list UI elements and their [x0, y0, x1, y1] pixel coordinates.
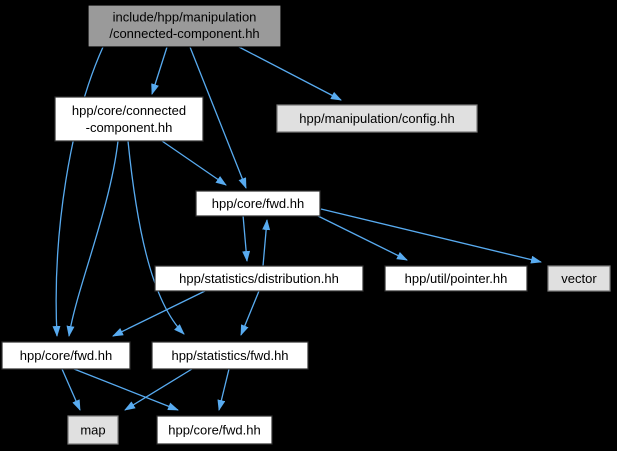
node-core-connected-label-line1: hpp/core/connected [72, 103, 186, 118]
node-layer: include/hpp/manipulation /connected-comp… [1, 4, 611, 445]
node-core-fwd-left-label: hpp/core/fwd.hh [20, 348, 113, 363]
edge-core-connected-to-core-fwd-left [66, 140, 119, 337]
node-pointer-label: hpp/util/pointer.hh [405, 271, 508, 286]
node-hpp-util-pointer[interactable]: hpp/util/pointer.hh [384, 265, 528, 292]
edge-main-to-core-fwd-left [52, 46, 104, 337]
node-map-label: map [80, 423, 105, 438]
edge-stats-fwd-to-core-fwd-bottom [217, 368, 230, 411]
node-include-hpp-manipulation-connected-component: include/hpp/manipulation /connected-comp… [87, 4, 282, 48]
edge-core-fwd-left-to-core-fwd-bottom [73, 368, 179, 411]
edge-main-to-core-fwd-mid [189, 46, 247, 189]
node-vector-label: vector [561, 271, 597, 286]
node-config-label: hpp/manipulation/config.hh [299, 111, 454, 126]
edge-core-fwd-mid-to-vector [320, 208, 542, 264]
node-map: map [67, 415, 119, 445]
node-hpp-core-fwd-bottom[interactable]: hpp/core/fwd.hh [156, 415, 273, 445]
node-hpp-core-fwd-mid[interactable]: hpp/core/fwd.hh [195, 190, 321, 217]
edge-core-connected-to-core-fwd-mid [161, 140, 227, 186]
node-main-label-line1: include/hpp/manipulation [113, 10, 257, 25]
edge-layer [52, 46, 542, 411]
edge-distribution-to-stats-fwd [240, 290, 260, 336]
node-core-fwd-mid-label: hpp/core/fwd.hh [212, 196, 305, 211]
node-hpp-core-connected-component[interactable]: hpp/core/connected -component.hh [54, 96, 204, 142]
node-distribution-label: hpp/statistics/distribution.hh [179, 271, 339, 286]
node-core-connected-label-line2: -component.hh [86, 120, 173, 135]
edge-core-fwd-mid-to-pointer [315, 214, 408, 261]
edge-core-fwd-mid-to-distribution [242, 214, 251, 262]
edge-main-to-config [238, 46, 342, 101]
node-vector: vector [547, 265, 611, 292]
node-stats-fwd-label: hpp/statistics/fwd.hh [171, 348, 288, 363]
edge-distribution-to-core-fwd-mid [262, 219, 271, 267]
edge-core-fwd-left-to-map [61, 368, 81, 411]
edge-core-connected-to-stats-fwd [127, 140, 185, 335]
node-core-fwd-bottom-label: hpp/core/fwd.hh [168, 423, 261, 438]
node-hpp-core-fwd-left[interactable]: hpp/core/fwd.hh [1, 341, 131, 370]
edge-distribution-to-core-fwd-left [112, 290, 206, 337]
node-hpp-statistics-distribution[interactable]: hpp/statistics/distribution.hh [154, 265, 364, 292]
node-hpp-manipulation-config: hpp/manipulation/config.hh [276, 104, 478, 133]
node-hpp-statistics-fwd[interactable]: hpp/statistics/fwd.hh [151, 341, 309, 370]
edge-stats-fwd-to-map [124, 368, 193, 411]
edge-main-to-core-connected [151, 46, 168, 95]
node-main-label-line2: /connected-component.hh [109, 26, 259, 41]
